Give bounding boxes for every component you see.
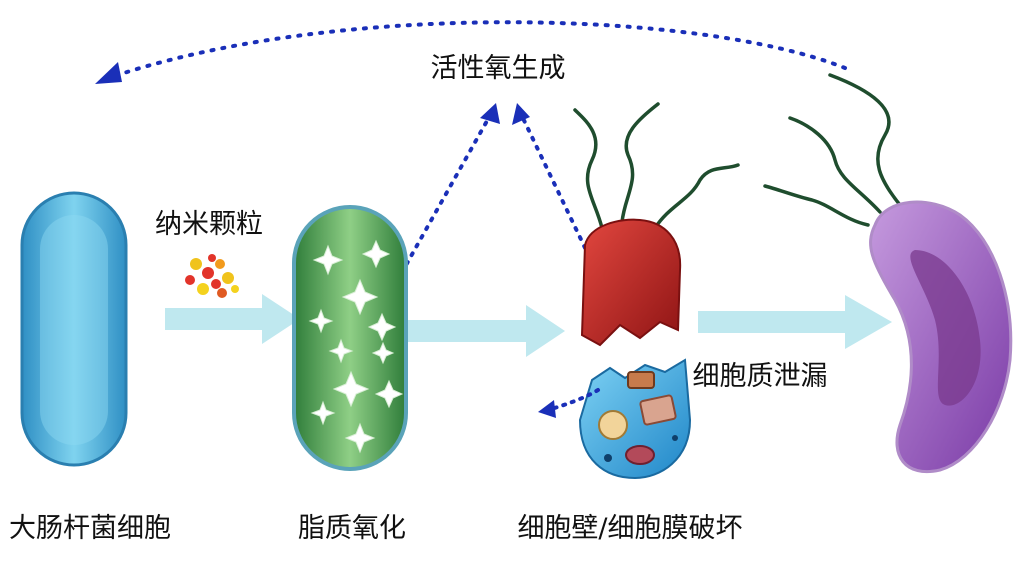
- cytoplasm-leak-dotted-arrow: [538, 388, 600, 418]
- leaked-cell: [763, 73, 1013, 473]
- wall-membrane-damage-label: 细胞壁/细胞膜破坏: [517, 513, 742, 544]
- ros-star-spots-icon: [308, 239, 404, 454]
- ecoli-cell: [20, 191, 128, 467]
- flagella-icon: [573, 102, 740, 230]
- ros-dotted-line-left: [390, 110, 494, 292]
- lipid-oxidation-label: 脂质氧化: [298, 513, 406, 544]
- ros-arrowhead-up-right-icon: [512, 103, 530, 125]
- organelles-icon: [598, 371, 678, 465]
- process-arrow-1: [165, 294, 300, 344]
- leaked-cell-flagella-icon: [763, 73, 902, 227]
- damaged-cell: [538, 102, 740, 480]
- top-curved-arrowhead-icon: [95, 62, 122, 84]
- top-curved-dotted-arrow: [101, 20, 847, 82]
- process-arrow-3: [698, 295, 892, 349]
- nanoparticle-cluster-icon: [185, 254, 239, 298]
- ros-generation-label: 活性氧生成: [431, 53, 566, 84]
- nanoparticles-label: 纳米颗粒: [155, 209, 263, 240]
- oxidized-cell: [292, 205, 408, 471]
- ros-arrowhead-up-left-icon: [480, 103, 500, 124]
- cytoplasm-leakage-label: 细胞质泄漏: [693, 361, 828, 392]
- ecoli-label: 大肠杆菌细胞: [9, 513, 171, 544]
- process-arrow-2: [405, 305, 565, 357]
